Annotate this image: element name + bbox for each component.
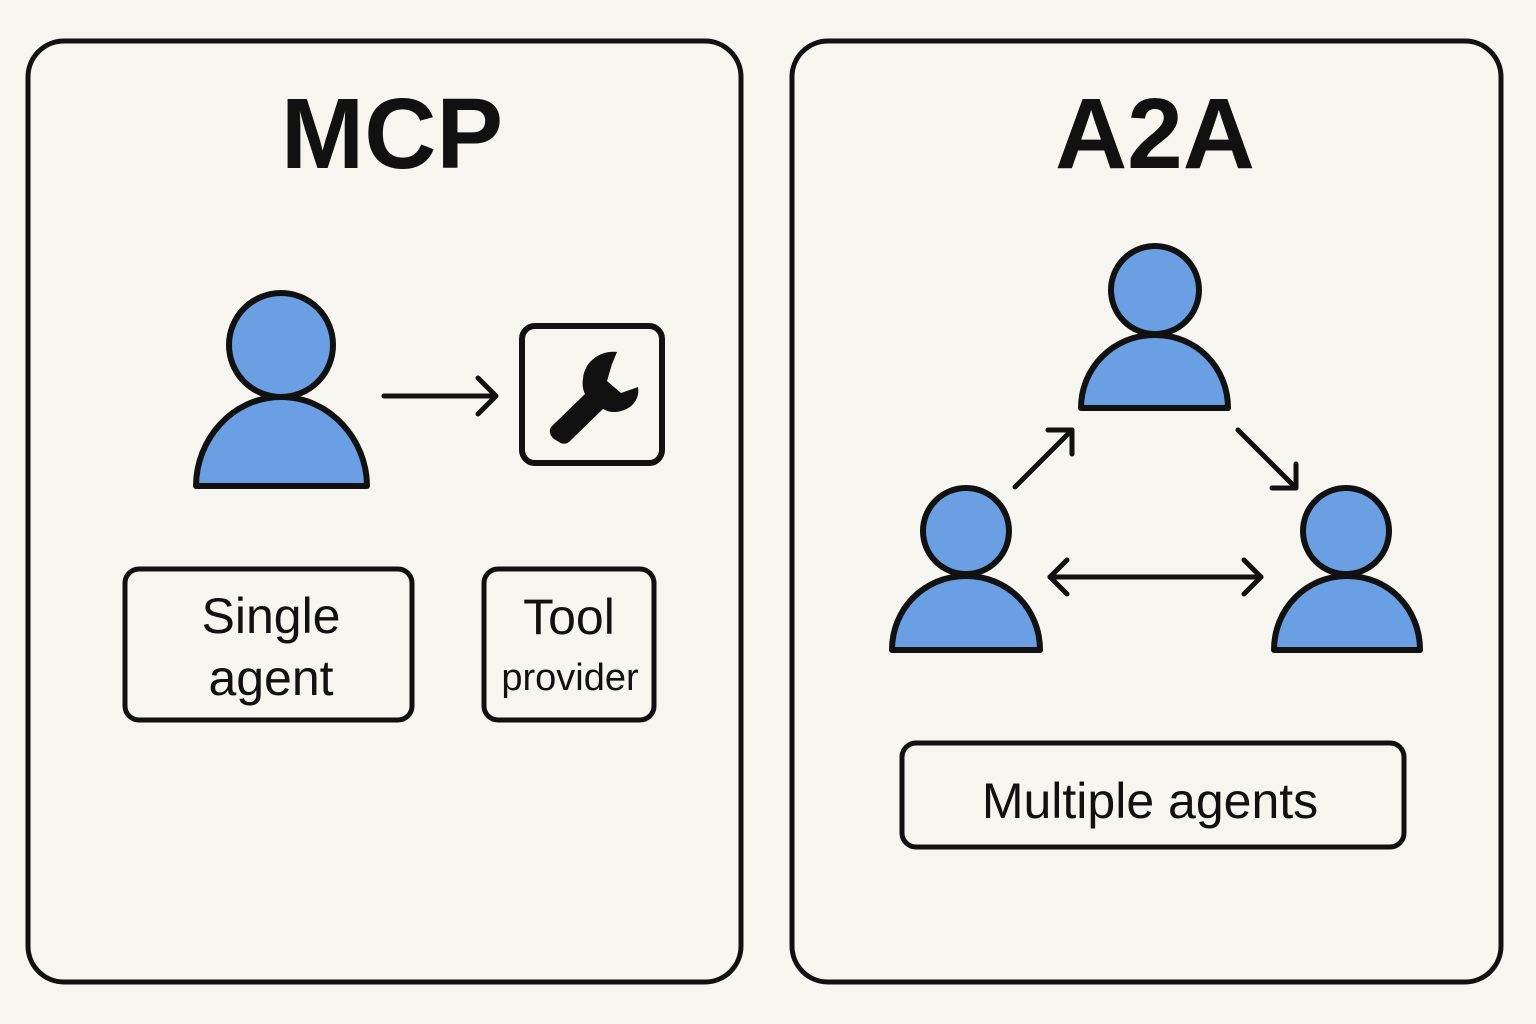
multiple-agents-label-box: Multiple agents	[899, 740, 1407, 850]
a2a-panel: A2A	[789, 38, 1504, 985]
arrow-right-icon	[381, 375, 499, 417]
tool-provider-label-box: Tool provider	[481, 566, 657, 723]
double-arrow-icon	[1047, 557, 1264, 597]
single-agent-label-box: Single agent	[122, 566, 415, 723]
mcp-title: MCP	[281, 78, 503, 190]
single-agent-label-line1: Single	[202, 588, 341, 644]
single-agent-label-line2: agent	[208, 650, 333, 706]
mcp-panel-border	[25, 38, 744, 985]
arrow-icon-top-to-right	[1235, 427, 1299, 491]
arrow-icon-left-to-top	[1012, 427, 1075, 490]
person-icon-top	[1078, 243, 1231, 411]
tool-provider-label-line1: Tool	[523, 589, 615, 645]
a2a-panel-border	[789, 38, 1504, 985]
tool-provider-label-line2: provider	[501, 657, 639, 699]
person-icon-right	[1271, 485, 1423, 653]
mcp-panel: MCP Single agent Tool provider	[25, 38, 744, 985]
person-icon-left	[889, 485, 1043, 653]
a2a-title: A2A	[1055, 78, 1255, 190]
person-icon	[193, 290, 370, 489]
wrench-icon	[519, 323, 665, 466]
multiple-agents-label: Multiple agents	[982, 773, 1318, 829]
